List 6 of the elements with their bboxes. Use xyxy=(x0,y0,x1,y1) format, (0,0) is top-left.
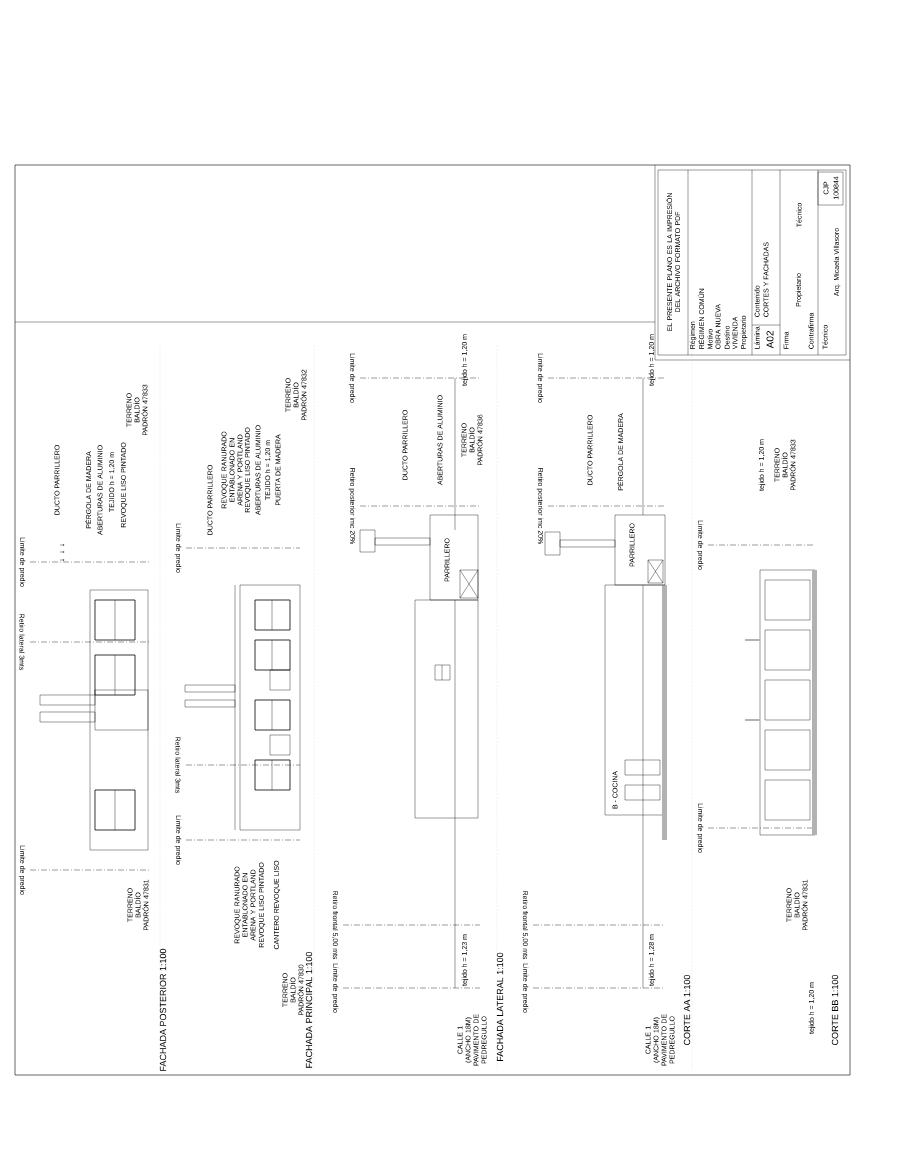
drawing-title: FACHADA POSTERIOR 1:100 xyxy=(159,948,167,1071)
sheet-number: A02 xyxy=(766,331,774,349)
drawing-title: FACHADA LATERAL 1:100 xyxy=(496,952,504,1061)
drawing-title: CORTE BB 1:100 xyxy=(831,974,839,1045)
drawing-title: CORTE AA 1:100 xyxy=(683,974,691,1045)
drawing-title: FACHADA PRINCIPAL 1:100 xyxy=(305,951,313,1068)
